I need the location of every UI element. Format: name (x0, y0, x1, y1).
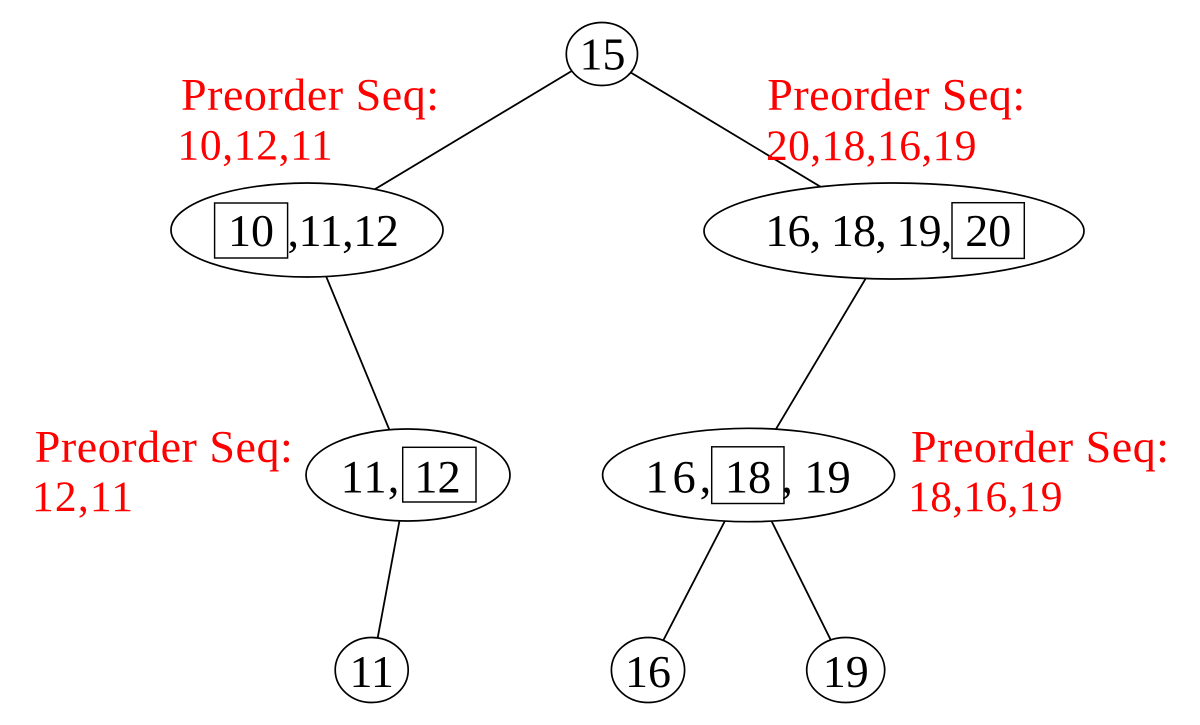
svg-text:18,16,19: 18,16,19 (908, 473, 1062, 521)
svg-text:Preorder Seq:: Preorder Seq: (181, 69, 439, 120)
svg-text:11: 11 (350, 646, 394, 697)
svg-text:16,: 16, (645, 453, 711, 504)
svg-text:18: 18 (725, 453, 772, 504)
svg-text:12,11: 12,11 (32, 473, 133, 521)
svg-text:10: 10 (228, 205, 274, 256)
svg-text:20,18,16,19: 20,18,16,19 (766, 122, 977, 170)
svg-text:16: 16 (625, 646, 671, 697)
svg-text:,11,12: ,11,12 (288, 205, 399, 256)
svg-text:19: 19 (823, 646, 869, 697)
svg-text:10,12,11: 10,12,11 (177, 122, 332, 170)
svg-text:Preorder Seq:: Preorder Seq: (35, 421, 293, 472)
svg-text:11,: 11, (341, 453, 400, 504)
svg-text:15: 15 (580, 28, 626, 79)
svg-text:12: 12 (414, 453, 461, 504)
svg-text:16, 18, 19,: 16, 18, 19, (765, 205, 952, 256)
svg-text:20: 20 (965, 205, 1011, 256)
svg-text:Preorder Seq:: Preorder Seq: (911, 421, 1169, 472)
svg-text:, 19: , 19 (781, 453, 851, 504)
svg-text:Preorder Seq:: Preorder Seq: (767, 69, 1025, 120)
